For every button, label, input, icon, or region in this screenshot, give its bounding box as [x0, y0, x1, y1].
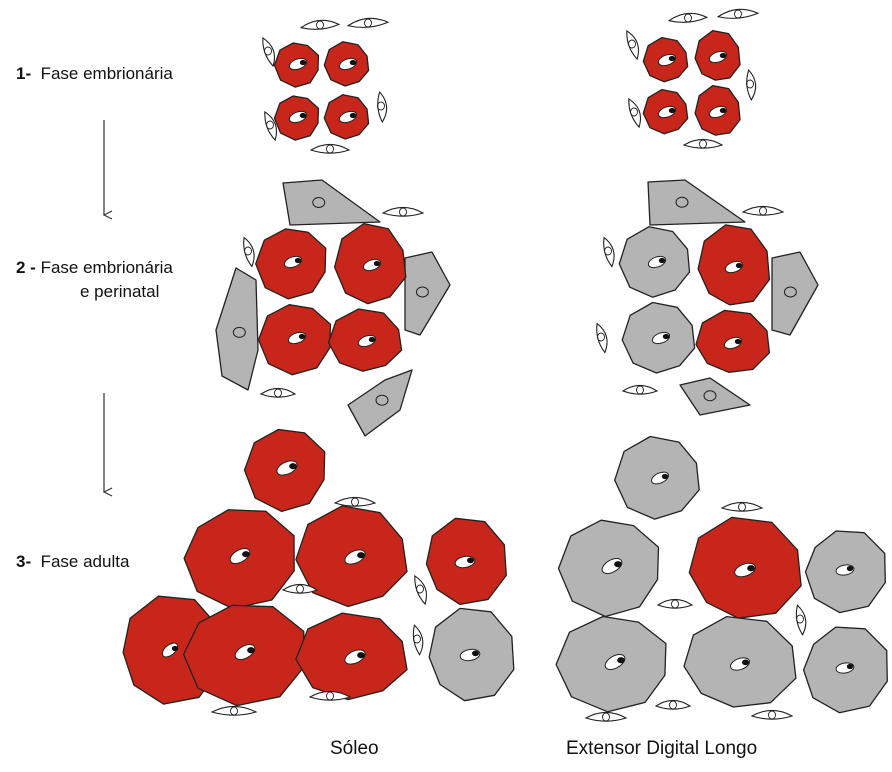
stage-3-label: 3- Fase adulta — [16, 552, 129, 572]
fiber-36-nucleus-dot — [663, 334, 669, 339]
fiber-45-nucleus-dot — [467, 557, 474, 563]
fiber-58-nucleus-dot — [747, 565, 755, 571]
secondary-fiber-21 — [216, 268, 258, 390]
fiber-2-nucleus-dot — [300, 113, 306, 118]
fiber-26-nucleus-dot — [299, 334, 305, 339]
fiber-59-nucleus-dot — [847, 566, 853, 571]
fiber-44-nucleus-dot — [357, 552, 365, 558]
fiber-3-nucleus-dot — [350, 113, 356, 118]
satellite-cell-9 — [311, 144, 349, 153]
fiber-43-nucleus-dot — [242, 551, 250, 557]
stage-1-label: 1- Fase embrionária — [16, 64, 173, 84]
satellite-cell-50 — [335, 497, 375, 506]
stage-2-text: Fase embrionária — [41, 258, 173, 277]
secondary-fiber-23 — [348, 370, 412, 436]
fiber-42-nucleus-dot — [289, 463, 297, 469]
satellite-cell-68 — [752, 710, 792, 719]
stage-3-text: Fase adulta — [41, 552, 130, 571]
satellite-cell-54 — [212, 706, 256, 715]
fiber-60-nucleus-dot — [617, 657, 625, 663]
fiber-1-nucleus-dot — [350, 60, 356, 65]
satellite-cell-38 — [743, 206, 783, 215]
fiber-10-nucleus-dot — [669, 56, 675, 61]
secondary-fiber-20 — [283, 180, 380, 225]
fiber-49-nucleus-dot — [472, 650, 479, 656]
secondary-fiber-31 — [648, 180, 745, 225]
stage-1-number: 1- — [16, 64, 31, 83]
satellite-cell-39 — [601, 236, 617, 267]
fiber-46-nucleus-dot — [172, 646, 178, 651]
satellite-cell-28 — [383, 207, 423, 216]
secondary-fiber-22 — [405, 252, 450, 335]
stage-1-text: Fase embrionária — [41, 64, 173, 83]
satellite-cell-52 — [412, 574, 430, 605]
fiber-62-nucleus-dot — [847, 664, 853, 669]
stage-2-number: 2 - — [16, 258, 36, 277]
column-label-edl: Extensor Digital Longo — [566, 738, 757, 760]
fiber-37-nucleus-dot — [735, 339, 741, 344]
stage-2-label-line2: e perinatal — [80, 282, 159, 302]
fiber-11-nucleus-dot — [720, 53, 726, 58]
satellite-cell-19 — [684, 139, 722, 148]
fiber-24-nucleus-dot — [295, 258, 301, 263]
fiber-61-nucleus-dot — [742, 659, 749, 665]
satellite-cell-64 — [658, 599, 692, 608]
stage-3-number: 3- — [16, 552, 31, 571]
satellite-cell-16 — [624, 29, 642, 60]
satellite-cell-41 — [623, 385, 657, 394]
fiber-57-nucleus-dot — [614, 561, 622, 567]
satellite-cell-67 — [656, 700, 690, 709]
satellite-cell-17 — [626, 97, 644, 128]
stage-2-label: 2 - Fase embrionária — [16, 258, 173, 278]
fiber-0-nucleus-dot — [300, 60, 306, 65]
satellite-cell-40 — [594, 322, 610, 353]
fiber-25-nucleus-dot — [374, 261, 380, 266]
satellite-cell-29 — [241, 236, 257, 267]
column-label-soleus: Sóleo — [330, 738, 379, 760]
fiber-27-nucleus-dot — [369, 337, 375, 342]
secondary-fiber-32 — [772, 252, 818, 335]
fiber-48-nucleus-dot — [357, 652, 365, 658]
satellite-cell-8 — [377, 92, 388, 123]
satellite-cell-63 — [722, 502, 762, 511]
fiber-13-nucleus-dot — [720, 108, 726, 113]
satellite-cell-18 — [746, 70, 757, 101]
satellite-cell-66 — [586, 712, 626, 721]
satellite-cell-30 — [261, 388, 295, 397]
fiber-47-nucleus-dot — [247, 647, 255, 653]
fiber-12-nucleus-dot — [669, 108, 675, 113]
fiber-56-nucleus-dot — [662, 474, 668, 479]
fiber-35-nucleus-dot — [736, 263, 742, 268]
secondary-fiber-33 — [680, 378, 750, 415]
fiber-34-nucleus-dot — [659, 258, 665, 263]
